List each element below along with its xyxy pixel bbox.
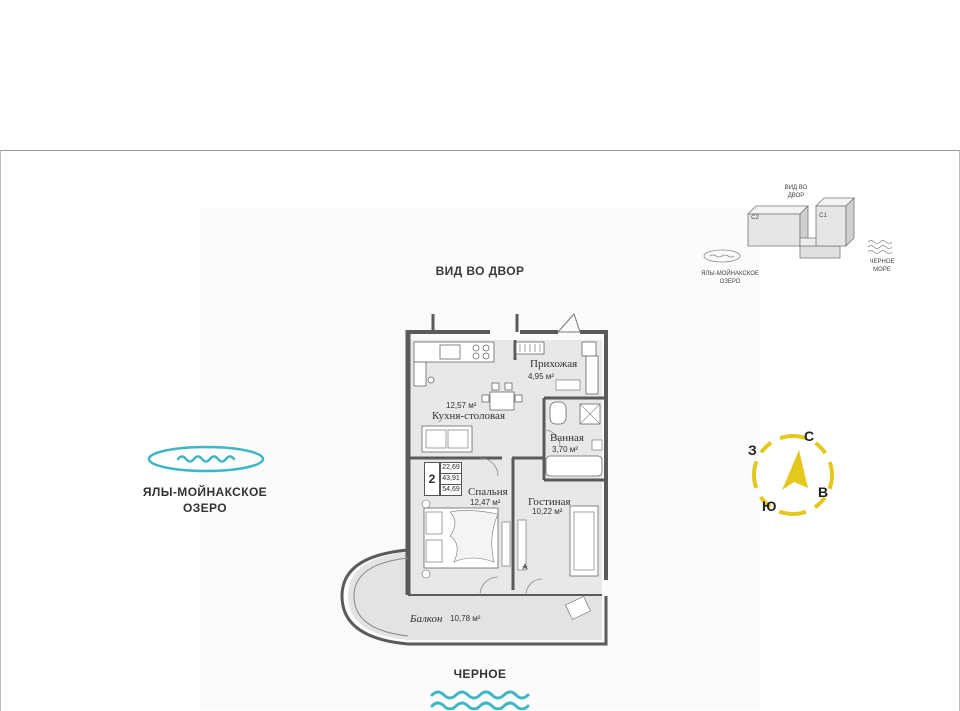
room-living-name: Гостиная (528, 496, 571, 508)
compass-west: З (748, 442, 757, 458)
compass-east: В (818, 484, 829, 500)
room-balcony-area: 10,78 м² (450, 614, 481, 623)
room-bedroom-area: 12,47 м² (470, 498, 501, 507)
room-kitchen-area: 12,57 м² (446, 401, 477, 410)
compass-arrow-icon (782, 450, 808, 490)
room-balcony-name: Балкон (410, 613, 443, 625)
sea-label: ЧЕРНОЕ (453, 667, 507, 681)
lake-waves-icon (147, 445, 265, 473)
room-bath-name: Ванная (550, 432, 584, 444)
area-values: 22,69 43,91 54,69 (440, 462, 462, 496)
mini-block-c2: C2 (751, 215, 759, 221)
apartment-badge: 2 22,69 43,91 54,69 (424, 462, 464, 496)
living-area-value: 22,69 (440, 462, 462, 474)
full-area-value: 54,69 (440, 484, 462, 496)
sea-waves-icon (430, 690, 530, 710)
mini-block-c1: C1 (819, 213, 827, 219)
mini-building-map (703, 197, 893, 263)
floor-plan (340, 313, 608, 646)
lake-label: ЯЛЫ-МОЙНАКСКОЕ ОЗЕРО (142, 485, 268, 515)
rooms-count: 2 (424, 462, 440, 496)
room-hall-area: 4,95 м² (528, 372, 554, 381)
compass-rose (752, 434, 834, 516)
compass-north: С (804, 428, 815, 444)
room-bath-area: 3,70 м² (552, 445, 578, 454)
room-hall-name: Прихожая (530, 358, 578, 370)
compass-south: Ю (762, 498, 777, 514)
room-living-area: 10,22 м² (532, 507, 563, 516)
room-kitchen-name: Кухня-столовая (432, 410, 505, 422)
view-courtyard-label: ВИД ВО ДВОР (435, 264, 525, 278)
room-bedroom-name: Спальня (468, 486, 508, 498)
total-area-value: 43,91 (440, 473, 462, 485)
